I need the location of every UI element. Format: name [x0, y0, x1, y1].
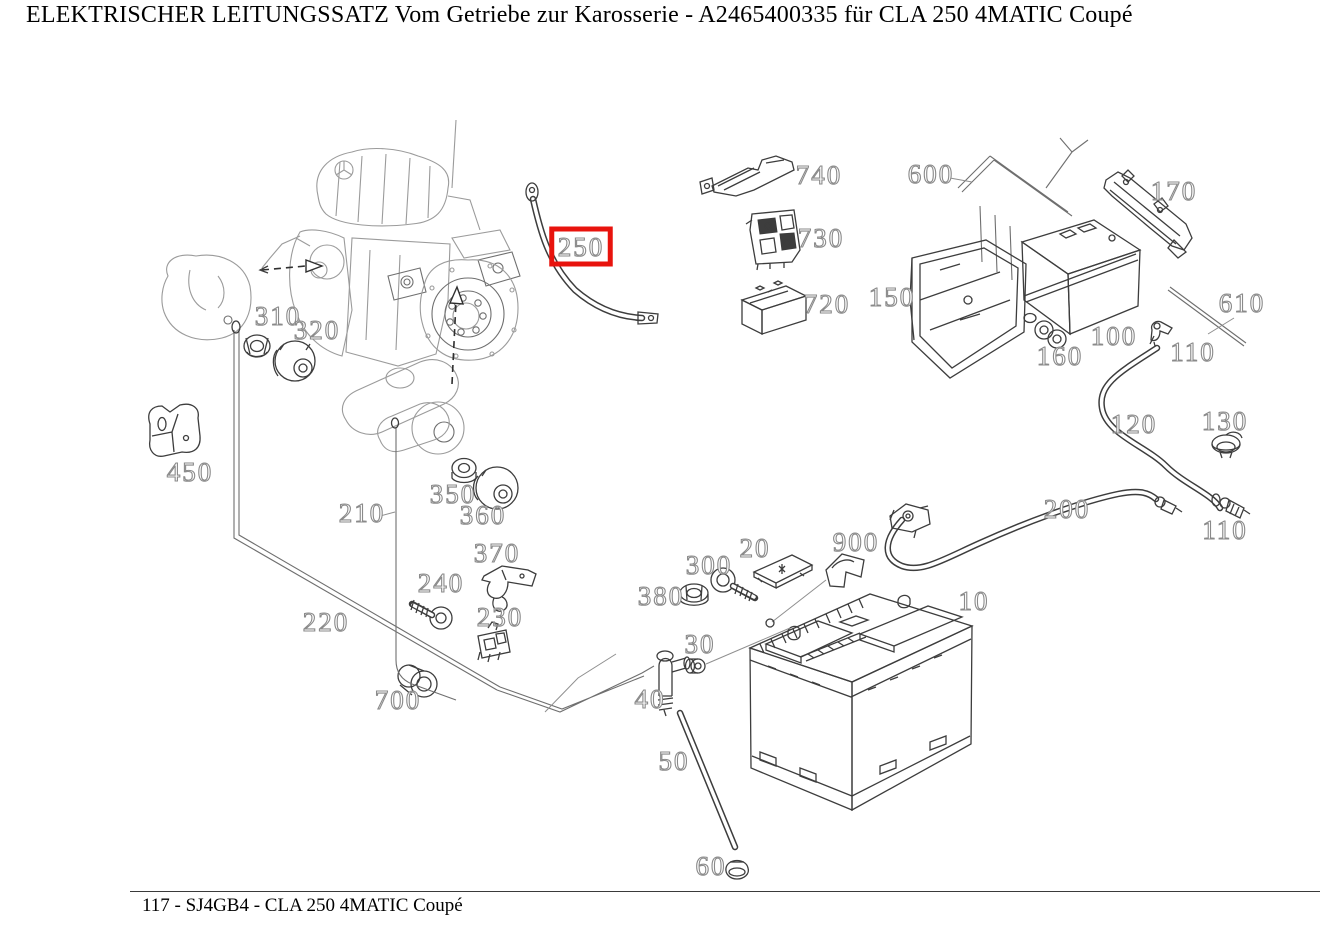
bolt-300-drawing: [710, 567, 759, 602]
part-label-730-4[interactable]: 730: [797, 222, 845, 253]
nut-380-drawing: [679, 583, 709, 606]
part-label-150-8[interactable]: 150: [868, 281, 916, 312]
part-label-320-1[interactable]: 320: [293, 314, 341, 345]
tube-50-drawing: [676, 709, 739, 851]
part-label-110-11[interactable]: 110: [1170, 336, 1216, 367]
nut-350-drawing: [451, 457, 477, 484]
elbow-40-drawing: [656, 650, 691, 717]
cap-60-drawing: [725, 859, 750, 880]
part-label-610-12[interactable]: 610: [1218, 287, 1266, 318]
part-label-360-32[interactable]: 360: [459, 499, 507, 530]
bracket-370-drawing: [481, 565, 537, 612]
bushing-360-drawing: [472, 466, 519, 510]
bushing-320-drawing: [272, 340, 316, 382]
part-label-50-24[interactable]: 50: [658, 745, 690, 776]
starter-motor-drawing: [341, 359, 465, 455]
bracket-740-drawing: [699, 155, 795, 197]
clip-230-drawing: [477, 621, 511, 663]
part-label-170-7[interactable]: 170: [1150, 175, 1198, 206]
footer-divider: 117 - SJ4GB4 - CLA 250 4MATIC Coupé: [130, 891, 1320, 917]
bolt-240-drawing: [408, 599, 453, 630]
relay-730-drawing: [745, 209, 801, 271]
rod-610-drawing: [1167, 286, 1247, 347]
part-label-700-26[interactable]: 700: [374, 684, 422, 715]
pointer-arrow-left: [258, 258, 324, 274]
battery-box-100-drawing: [1020, 219, 1142, 336]
grommet-30-drawing: [684, 627, 791, 674]
part-label-110-15[interactable]: 110: [1202, 514, 1248, 545]
battery-10-drawing: [748, 593, 974, 812]
part-label-160-10[interactable]: 160: [1036, 340, 1084, 371]
wire-600-drawing: [949, 137, 1089, 281]
part-label-120-13[interactable]: 120: [1110, 408, 1158, 439]
part-label-600-6[interactable]: 600: [907, 158, 955, 189]
part-label-10-21[interactable]: 10: [958, 585, 990, 616]
part-label-900-17[interactable]: 900: [832, 526, 880, 557]
part-label-20-18[interactable]: 20: [739, 532, 771, 563]
nut-310-drawing: [243, 334, 271, 358]
pointer-arrow-flywheel: [448, 285, 465, 385]
highlight-box-250: [549, 226, 613, 267]
fitting-110b-drawing: [1211, 493, 1251, 519]
hose-200-drawing: [884, 488, 1183, 572]
part-label-100-9[interactable]: 100: [1090, 320, 1138, 351]
bracket-450-drawing: [148, 403, 201, 457]
bracket-170-drawing: [1103, 169, 1193, 259]
box-720-drawing: [740, 280, 808, 336]
part-label-250-selected-2[interactable]: 250: [557, 231, 605, 262]
part-label-220-27[interactable]: 220: [302, 606, 350, 637]
part-label-210-28[interactable]: 210: [338, 497, 386, 528]
part-label-310-0[interactable]: 310: [254, 300, 302, 331]
plate-20-drawing: [752, 554, 814, 590]
hose-120-drawing: [1098, 344, 1224, 512]
part-label-60-25[interactable]: 60: [695, 850, 727, 881]
elbow-110a-drawing: [1149, 320, 1173, 351]
part-label-350-31[interactable]: 350: [429, 478, 477, 509]
part-label-40-23[interactable]: 40: [634, 683, 666, 714]
bushings-160-drawing: [1023, 312, 1067, 349]
part-label-450-34[interactable]: 450: [166, 456, 214, 487]
part-label-240-29[interactable]: 240: [417, 567, 465, 598]
part-label-370-33[interactable]: 370: [473, 537, 521, 568]
part-label-230-30[interactable]: 230: [476, 601, 524, 632]
transfer-case-drawing: [161, 254, 252, 341]
page-title: ELEKTRISCHER LEITUNGSSATZ Vom Getriebe z…: [26, 2, 1133, 28]
part-label-720-5[interactable]: 720: [803, 288, 851, 319]
cables-210-220-drawing: [231, 320, 655, 713]
part-label-200-16[interactable]: 200: [1043, 493, 1091, 524]
part-label-300-19[interactable]: 300: [685, 549, 733, 580]
part-label-30-22[interactable]: 30: [684, 628, 716, 659]
footer-text: 117 - SJ4GB4 - CLA 250 4MATIC Coupé: [142, 895, 463, 916]
part-label-130-14[interactable]: 130: [1201, 405, 1249, 436]
part-label-380-20[interactable]: 380: [637, 580, 685, 611]
cable-250-drawing[interactable]: [525, 182, 659, 325]
grommet-130-drawing: [1211, 431, 1243, 459]
part-label-740-3[interactable]: 740: [795, 159, 843, 190]
tray-150-drawing: [909, 239, 1027, 379]
flag-900-drawing: [765, 553, 865, 628]
